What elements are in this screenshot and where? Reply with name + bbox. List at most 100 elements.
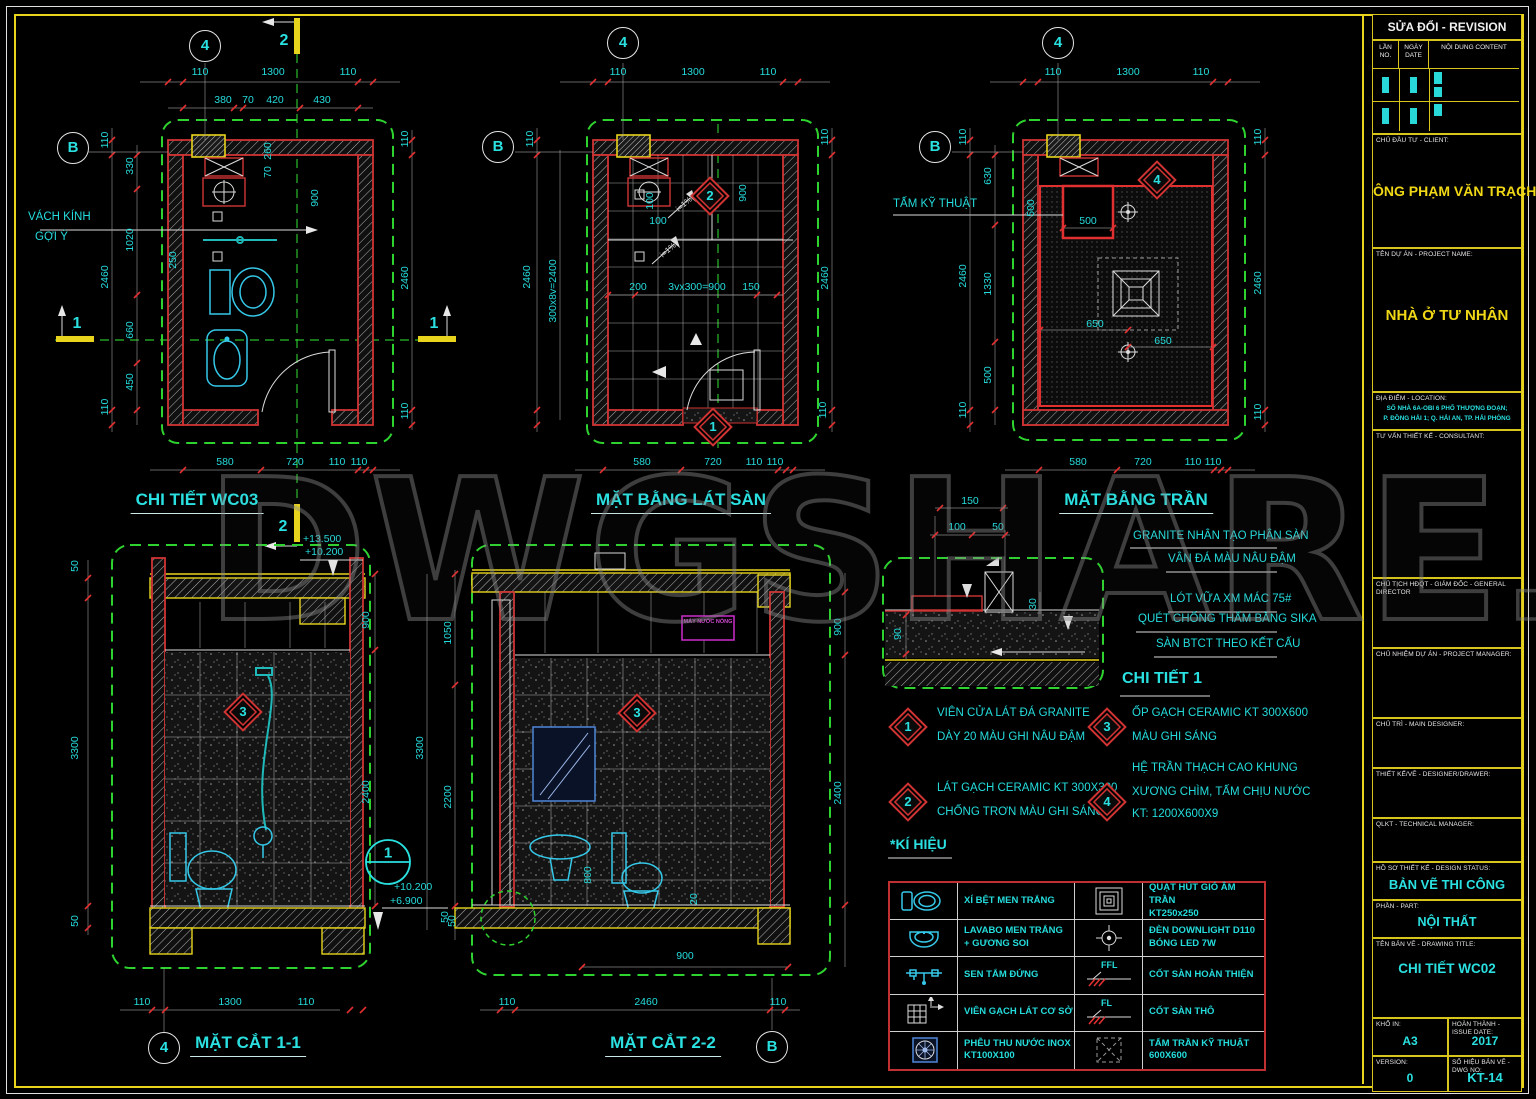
grid-bubble-b-plan1: B bbox=[57, 132, 89, 164]
dim-label: 110 bbox=[350, 456, 368, 468]
version-box: VERSION:0 bbox=[1372, 1056, 1448, 1092]
legend-row: SEN TẮM ĐỨNG FFL CỐT SÀN HOÀN THIỆN bbox=[890, 957, 1264, 995]
dim-label: 2460 bbox=[521, 265, 533, 289]
dim-label: 110 bbox=[1192, 66, 1210, 78]
revision-mark bbox=[1410, 108, 1417, 124]
callout-number: 2 bbox=[706, 188, 714, 203]
dim-label: 1050 bbox=[442, 621, 454, 645]
client-box: CHỦ ĐẦU TƯ - CLIENT:ÔNG PHẠM VĂN TRẠCH bbox=[1372, 134, 1536, 248]
legend-line: PHỄU THU NƯỚC INOX bbox=[964, 1037, 1071, 1049]
technical-manager-box: QLKT - TECHNICAL MANAGER: bbox=[1372, 818, 1522, 862]
dim-label: 110 bbox=[759, 66, 777, 78]
level-label: +10.200 bbox=[394, 881, 433, 893]
legend-line: + GƯƠNG SOI bbox=[964, 938, 1029, 950]
dim-label: 110 bbox=[819, 128, 831, 146]
dim-label: 430 bbox=[313, 94, 331, 106]
part-box: PHẦN - PART:NỘI THẤT bbox=[1372, 900, 1522, 938]
note-number: 3 bbox=[1103, 719, 1111, 734]
dim-label: 1300 bbox=[218, 996, 242, 1008]
section1-marker-left bbox=[56, 336, 94, 342]
dim-label: 380 bbox=[214, 94, 232, 106]
dim-label: 580 bbox=[216, 456, 234, 468]
rev-col-no: LẦN NO. bbox=[1373, 41, 1399, 69]
base-tile-icon bbox=[890, 994, 958, 1031]
legend-line: CỐT SÀN THÔ bbox=[1149, 1006, 1215, 1018]
lavabo-icon bbox=[890, 920, 958, 957]
dwgno-label: SỐ HIỆU BẢN VẼ - DWG NO: bbox=[1452, 1059, 1510, 1074]
project-label: TÊN DỰ ÁN - PROJECT NAME: bbox=[1376, 251, 1473, 258]
bubble-label: B bbox=[766, 1038, 778, 1055]
dim-label: 580 bbox=[1069, 456, 1087, 468]
legend-line: TẤM TRẦN KỸ THUẬT bbox=[1149, 1037, 1250, 1049]
dim-label: 1330 bbox=[982, 272, 994, 296]
dim-label: 800 bbox=[582, 866, 594, 884]
glass-wall-note: GỢI Ý bbox=[35, 231, 68, 243]
legend-heading: *KÍ HIỆU bbox=[890, 836, 947, 852]
dim-label: 2460 bbox=[99, 265, 111, 289]
legend-text: XÍ BỆT MEN TRẮNG bbox=[958, 883, 1075, 920]
bubble-label: 4 bbox=[200, 37, 210, 54]
dwg-title-value: CHI TIẾT WC02 bbox=[1398, 961, 1496, 976]
dwg-number-box: SỐ HIỆU BẢN VẼ - DWG NO:KT-14 bbox=[1448, 1056, 1522, 1092]
dim-label: 900 bbox=[360, 611, 372, 629]
legend-row: LAVABO MEN TRẮNG+ GƯƠNG SOI ĐÈN DOWNLIGH… bbox=[890, 920, 1264, 958]
bubble-label: B bbox=[492, 138, 504, 155]
main-designer-box: CHỦ TRÌ - MAIN DESIGNER: bbox=[1372, 718, 1522, 768]
dim-label: 110 bbox=[297, 996, 315, 1008]
level-label: +13.500 bbox=[303, 533, 342, 545]
sec11-title: MẶT CẮT 1-1 bbox=[190, 1033, 306, 1057]
drawer-box: THIẾT KẾ/VẼ - DESIGNER/DRAWER: bbox=[1372, 768, 1522, 818]
section2-number: 2 bbox=[279, 32, 289, 49]
director-label: CHỦ TỊCH HĐQT - GIÁM ĐỐC - GENERAL DIREC… bbox=[1376, 581, 1506, 596]
dim-label: 110 bbox=[99, 131, 111, 149]
section11-linework bbox=[84, 544, 459, 1034]
note-text: MÀU GHI SÁNG bbox=[1132, 731, 1217, 743]
dim-label: 300x8v=2400 bbox=[547, 259, 559, 323]
legend-line: SEN TẮM ĐỨNG bbox=[964, 969, 1039, 981]
dim-label: 150 bbox=[961, 495, 979, 507]
ffl-level-icon: FFL bbox=[1075, 957, 1143, 994]
dim-label: 900 bbox=[676, 950, 694, 962]
dim-label: 2460 bbox=[399, 266, 411, 290]
legend-line: VIÊN GẠCH LÁT CƠ SỞ bbox=[964, 1006, 1073, 1018]
pm-label: CHỦ NHIỆM DỰ ÁN - PROJECT MANAGER: bbox=[1376, 651, 1512, 658]
tech-panel-note: TẤM KỸ THUẬT bbox=[893, 198, 978, 210]
consultant-label: TƯ VẤN THIẾT KẾ - CONSULTANT: bbox=[1376, 433, 1485, 440]
dim-label: 720 bbox=[286, 456, 304, 468]
dim-label: 500 bbox=[982, 366, 994, 384]
revision-mark bbox=[1410, 77, 1417, 93]
plan3-title: MẶT BẰNG TRẦN bbox=[1059, 490, 1213, 514]
level-mark: FL bbox=[1101, 997, 1112, 1008]
dim-label: 2460 bbox=[957, 264, 969, 288]
material-note: QUÉT CHỐNG THẤM BẰNG SIKA bbox=[1138, 613, 1317, 625]
dim-label: 110 bbox=[1252, 128, 1264, 146]
legend-line: QUẠT HÚT GIÓ ÂM TRẦN bbox=[1149, 881, 1236, 906]
dim-label: 100 bbox=[948, 521, 966, 533]
detail-callout-1: 1 bbox=[383, 844, 393, 862]
downlight-icon bbox=[1075, 920, 1143, 957]
dim-label: 110 bbox=[339, 66, 357, 78]
dim-label: 30 bbox=[1027, 598, 1039, 610]
note-text: XƯƠNG CHÌM, TẤM CHỊU NƯỚC bbox=[1132, 786, 1311, 798]
dim-label: 330 bbox=[124, 157, 136, 175]
callout-number: 3 bbox=[239, 704, 247, 719]
callout-number: 4 bbox=[1153, 172, 1161, 187]
dim-label: 50 bbox=[992, 521, 1004, 533]
dim-label: 900 bbox=[309, 189, 321, 207]
grid-bubble-b-sec22: B bbox=[756, 1031, 788, 1063]
dim-label: 2400 bbox=[360, 780, 372, 804]
legend-line: ĐÈN DOWNLIGHT D110 bbox=[1149, 925, 1256, 937]
note-text: KT: 1200X600X9 bbox=[1132, 808, 1219, 820]
dim-label: 2200 bbox=[442, 785, 454, 809]
dim-label: 110 bbox=[399, 402, 411, 420]
grid-bubble-b-plan2: B bbox=[482, 131, 514, 163]
rev-grid-line bbox=[1429, 69, 1430, 131]
outer-border bbox=[6, 6, 1529, 1094]
dim-label: 500 bbox=[1079, 215, 1097, 227]
material-note: LÓT VỮA XM MÁC 75# bbox=[1170, 593, 1292, 605]
